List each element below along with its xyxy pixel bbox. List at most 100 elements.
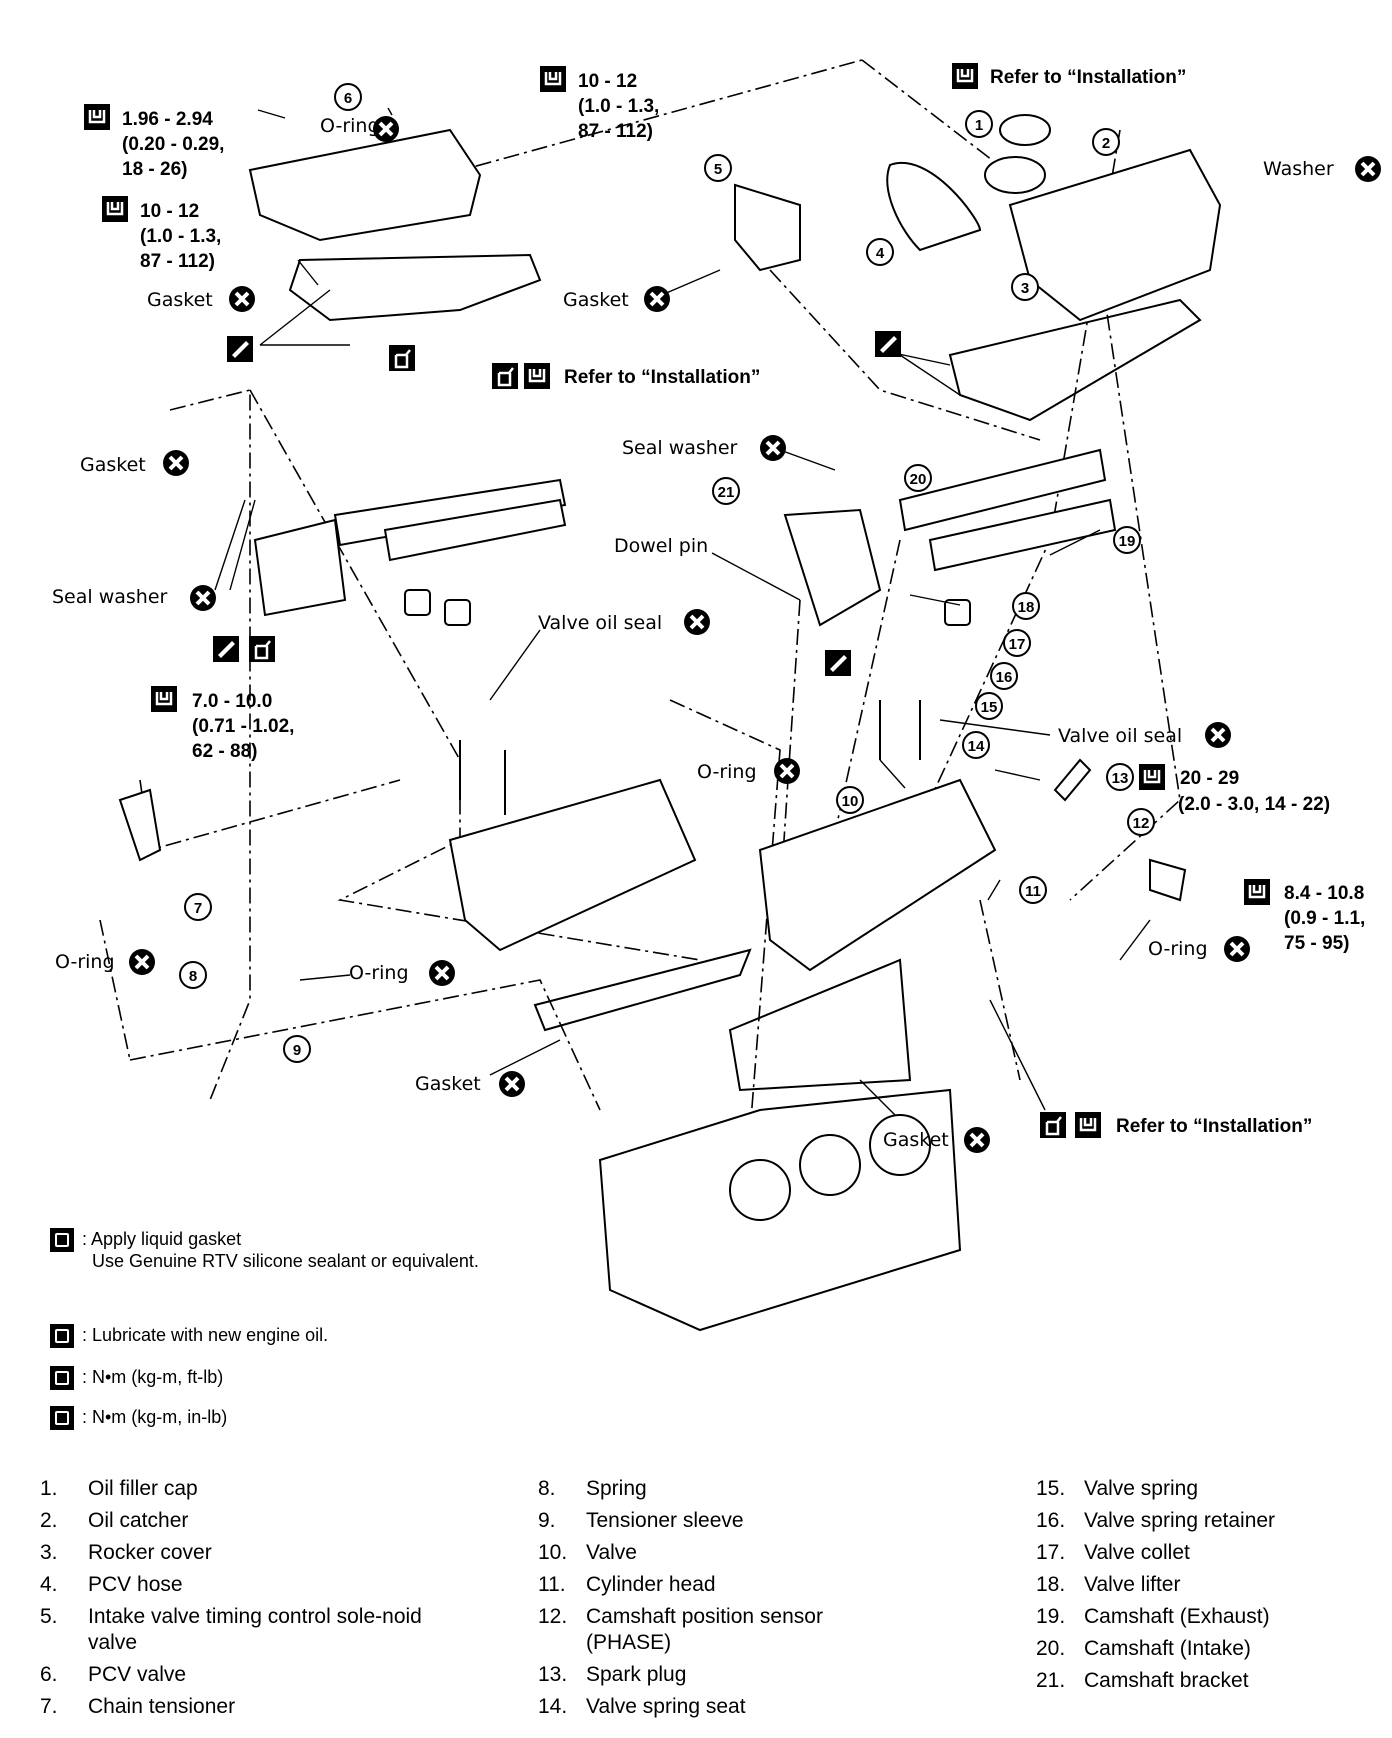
part-marker-18: 18 [1012,592,1040,620]
diagram-label: O-ring [1148,938,1208,960]
diagram-label: 7 [194,900,202,917]
diagram-label: 1 [975,117,983,134]
part-marker-19: 19 [1113,526,1141,554]
part-marker-21: 21 [712,477,740,505]
liquid-gasket-icon [50,1228,74,1252]
diagram-label: 21 [718,484,735,501]
head-gasket-right [728,958,912,1092]
camshaft-exhaust-left [383,498,567,562]
part-marker-1: 1 [965,110,993,138]
diagram-label: 10 [842,793,859,810]
camshaft-sensor [1149,858,1187,902]
torque-icon [1137,762,1167,792]
parts-column-2: 8.Spring 9.Tensioner sleeve 10.Valve 11.… [538,1476,886,1726]
do-not-reuse-icon [188,583,218,613]
liquid-gasket-icon [213,636,239,662]
diagram-label: (2.0 - 3.0, 14 - 22) [1178,794,1330,815]
diagram-label: 62 - 88) [192,741,257,762]
diagram-label: 6 [344,90,352,107]
parts-column-1: 1.Oil filler cap 2.Oil catcher 3.Rocker … [40,1476,428,1726]
list-item: 7.Chain tensioner [40,1695,236,1718]
part-marker-9: 9 [283,1035,311,1063]
leader-lines [214,107,1151,1116]
do-not-reuse-icon [497,1069,527,1099]
diagram-label: 87 - 112) [140,251,215,272]
diagram-label: Valve oil seal [538,612,662,634]
diagram-label: 1.96 - 2.94 [122,109,213,130]
diagram-label: 3 [1021,280,1029,297]
diagram-label: 20 [910,471,927,488]
diagram-label: 7.0 - 10.0 [192,691,272,712]
diagram-label: Dowel pin [614,535,708,557]
do-not-reuse-icon [1222,934,1252,964]
callouts: 1.96 - 2.94 (0.20 - 0.29, 18 - 26) 10 - … [82,61,1365,1140]
head-gasket-left [533,948,752,1032]
diagram-label: 16 [996,669,1013,686]
part-marker-8: 8 [179,961,207,989]
diagram-label: Gasket [147,289,213,311]
camshaft-intake-right [898,448,1107,532]
do-not-reuse-icon [682,607,712,637]
part-marker-4: 4 [866,238,894,266]
list-item: 4.PCV hose [40,1573,183,1596]
camshaft-exhaust-right [928,498,1117,572]
diagram-label: 9 [293,1042,301,1059]
part-marker-14: 14 [962,731,990,759]
diagram-label: O-ring [697,761,757,783]
list-item: 2.Oil catcher [40,1509,189,1532]
oil-can-icon [387,343,417,373]
valve-lifter-left-2 [444,599,471,626]
rocker-gasket-left [288,253,542,322]
components [118,114,1222,1332]
diagram-label: 19 [1119,533,1136,550]
solenoid-valve [734,183,801,272]
do-not-reuse-icon [1203,720,1233,750]
liquid-gasket-icon [875,331,901,357]
exploded-engine-diagram: 1 2 3 4 5 6 7 8 9 10 11 12 13 14 15 16 1… [52,59,1383,1332]
diagram-label: Seal washer [622,437,738,459]
part-marker-12: 12 [1127,808,1155,836]
diagram-label: 12 [1133,815,1150,832]
do-not-reuse-icon [427,958,457,988]
list-item: 8.Spring [538,1477,647,1500]
diagram-label: Refer to “Installation” [564,367,760,388]
part-marker-20: 20 [904,464,932,492]
diagram-label: 20 - 29 [1180,768,1239,789]
diagram-label: (0.71 - 1.02, [192,716,294,737]
diagram-label: O-ring [320,115,380,137]
legend-lubricate-text: : Lubricate with new engine oil. [82,1325,329,1345]
part-marker-13: 13 [1106,763,1134,791]
torque-icon [1242,877,1272,907]
oil-can-icon [1038,1110,1068,1140]
oil-catcher [984,156,1046,194]
do-not-reuse-icon [227,284,257,314]
camshaft-bracket-right [783,508,882,627]
torque-icon [100,194,130,224]
legend-liquid-gasket-line1: : Apply liquid gasket [82,1229,242,1249]
torque-icon [522,361,552,391]
list-item: 16.Valve spring retainer [1036,1509,1276,1532]
do-not-reuse-icon [161,448,191,478]
diagram-label: Refer to “Installation” [1116,1116,1312,1137]
torque-icon [50,1406,74,1430]
valve-lifter-right [944,599,971,626]
part-marker-7: 7 [184,893,212,921]
list-item: 5.Intake valve timing control sole-noid … [40,1605,422,1654]
cylinder-head-right [758,778,997,972]
list-item: 12.Camshaft position sensor (PHASE) [538,1605,823,1654]
labels: O-ring Washer Gasket Gasket Gasket Seal … [52,114,1383,1155]
oil-filler-cap [999,114,1051,146]
part-marker-2: 2 [1092,128,1120,156]
diagram-label: Gasket [563,289,629,311]
diagram-label: Refer to “Installation” [990,67,1186,88]
do-not-reuse-icon [642,284,672,314]
list-item: 6.PCV valve [40,1663,187,1686]
list-item: 10.Valve [538,1541,637,1564]
parts-column-3: 15.Valve spring 16.Valve spring retainer… [1036,1476,1384,1700]
part-marker-15: 15 [975,692,1003,720]
diagram-label: 11 [1025,883,1041,900]
cylinder-head-left [448,778,697,952]
liquid-gasket-icon [227,336,253,362]
oil-can-icon [50,1324,74,1348]
diagram-label: Gasket [883,1129,949,1151]
